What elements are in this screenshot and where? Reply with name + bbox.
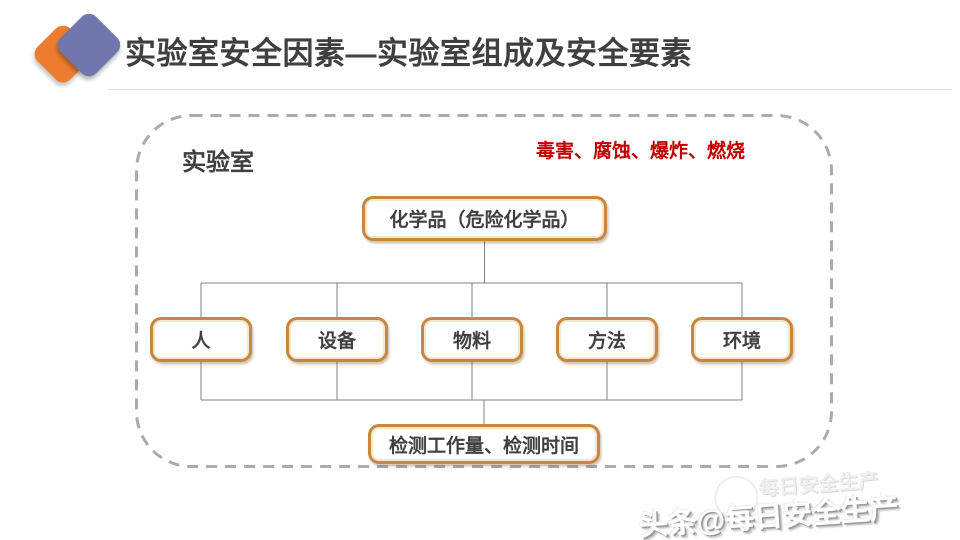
node-factor-methods: 方法 xyxy=(556,317,658,362)
node-factor-equipment: 设备 xyxy=(286,317,388,362)
lab-container-label: 实验室 xyxy=(182,149,254,176)
node-testing-workload: 检测工作量、检测时间 xyxy=(368,424,600,464)
node-factor-people: 人 xyxy=(150,317,252,362)
node-chemicals: 化学品（危险化学品） xyxy=(362,196,607,241)
page-title: 实验室安全因素—实验室组成及安全要素 xyxy=(125,36,692,71)
lab-dashed-boundary xyxy=(135,114,833,468)
hazards-text: 毒害、腐蚀、爆炸、燃烧 xyxy=(536,141,746,162)
node-factor-materials: 物料 xyxy=(421,317,523,362)
node-factor-environment: 环境 xyxy=(691,317,793,362)
title-underline xyxy=(108,89,952,90)
watermark-text: 头条@每日安全生产 xyxy=(638,492,900,540)
